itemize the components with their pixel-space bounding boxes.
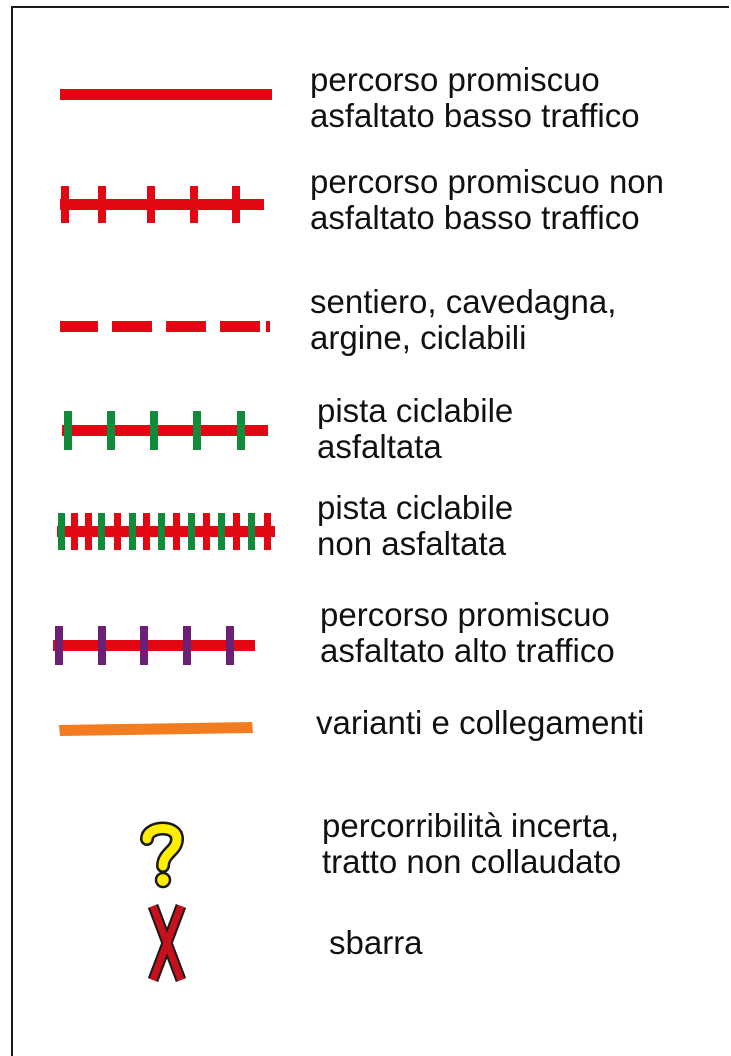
legend-label-4-line-2: asfaltata (317, 428, 442, 465)
legend-label-1: percorso promiscuo asfaltato basso traff… (310, 62, 640, 134)
legend-label-5: pista ciclabile non asfaltata (317, 490, 513, 562)
red-line-dense-green-ticks-symbol (57, 513, 275, 550)
legend-label-1-line-1: percorso promiscuo (310, 61, 600, 98)
red-line-green-ticks-symbol (62, 411, 268, 450)
legend-label-5-line-2: non asfaltata (317, 525, 506, 562)
legend-frame (11, 6, 729, 1056)
legend-label-4-line-1: pista ciclabile (317, 392, 514, 429)
legend-label-7-line-1: varianti e collegamenti (316, 704, 645, 741)
legend-label-9-line-1: sbarra (329, 924, 423, 961)
red-line-red-ticks-symbol (60, 186, 264, 223)
legend-label-3: sentiero, cavedagna, argine, ciclabili (310, 284, 616, 356)
legend-label-2: percorso promiscuo non asfaltato basso t… (310, 164, 664, 236)
red-line-purple-ticks-symbol (53, 626, 255, 665)
solid-red-line-symbol (60, 89, 272, 100)
question-mark-icon (140, 821, 185, 889)
legend-label-5-line-1: pista ciclabile (317, 489, 514, 526)
legend-label-2-line-2: asfaltato basso traffico (310, 199, 640, 236)
barrier-x-icon (147, 904, 187, 982)
legend-label-8-line-2: tratto non collaudato (322, 843, 622, 880)
legend-label-6: percorso promiscuo asfaltato alto traffi… (320, 597, 615, 669)
solid-orange-line-symbol (59, 722, 253, 736)
dashed-red-line-symbol (60, 321, 270, 332)
legend-label-8-line-1: percorribilità incerta, (322, 807, 620, 844)
legend-label-8: percorribilità incerta, tratto non colla… (322, 808, 621, 880)
legend-label-1-line-2: asfaltato basso traffico (310, 97, 640, 134)
legend-label-3-line-1: sentiero, cavedagna, (310, 283, 617, 320)
legend-label-4: pista ciclabile asfaltata (317, 393, 513, 465)
legend-label-6-line-1: percorso promiscuo (320, 596, 610, 633)
legend-label-3-line-2: argine, ciclabili (310, 319, 527, 356)
legend-label-9: sbarra (329, 925, 423, 961)
legend-label-7: varianti e collegamenti (316, 705, 644, 741)
legend-label-6-line-2: asfaltato alto traffico (320, 632, 615, 669)
legend-label-2-line-1: percorso promiscuo non (310, 163, 665, 200)
